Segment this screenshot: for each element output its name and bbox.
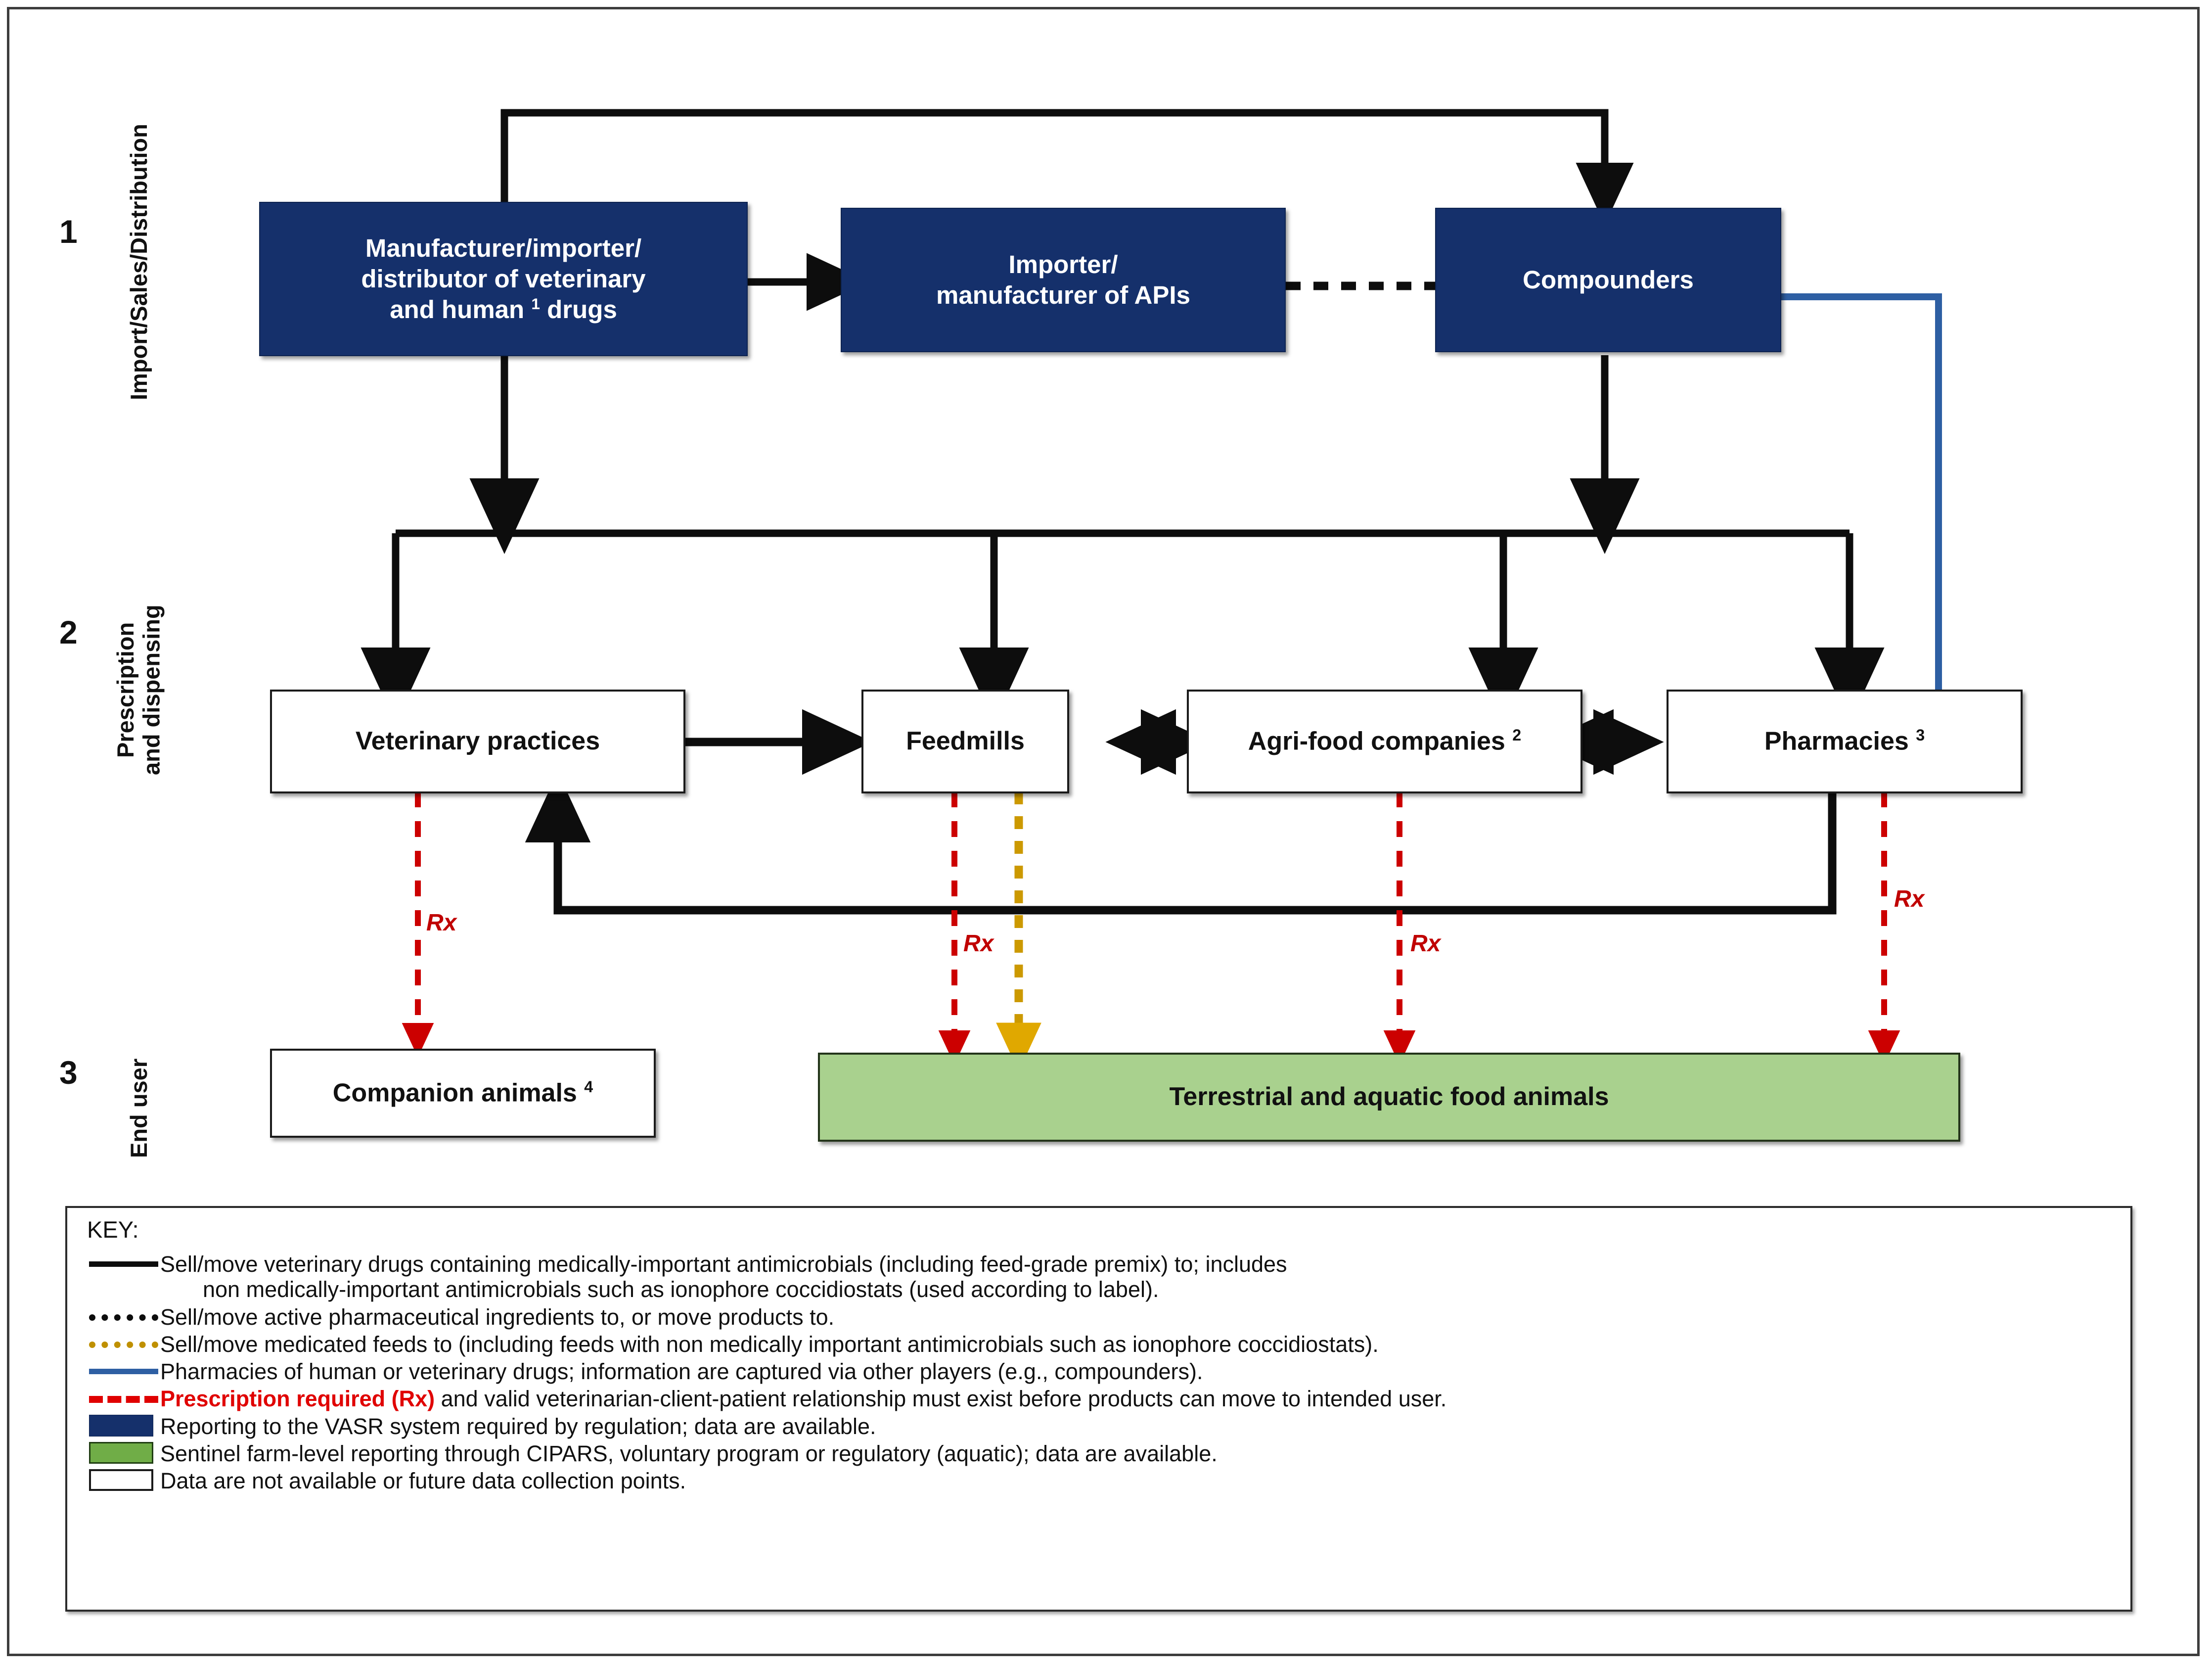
companion-animals-footnote-4: 4 xyxy=(584,1078,593,1096)
agri-food-label: Agri-food companies xyxy=(1248,727,1513,756)
dotted-gold-line-icon xyxy=(85,1331,159,1356)
white-block-icon xyxy=(85,1467,159,1493)
manufacturer-footnote-1: 1 xyxy=(531,295,540,313)
key-entry-text-1: Sell/move veterinary drugs containing me… xyxy=(160,1251,1287,1302)
node-manufacturer-importer-distributor[interactable]: Manufacturer/importer/ distributor of ve… xyxy=(259,202,748,356)
key-entry-dotted-gold: Sell/move medicated feeds to (including … xyxy=(85,1331,2121,1357)
key-entry-dashed-red: Prescription required (Rx) and valid vet… xyxy=(85,1385,2121,1411)
node-veterinary-practices[interactable]: Veterinary practices xyxy=(270,690,685,793)
agri-food-footnote-2: 2 xyxy=(1512,726,1522,744)
row-label-prescription-dispensing: Prescription and dispensing xyxy=(112,604,165,776)
row-number-2: 2 xyxy=(59,614,78,650)
dashed-red-line-icon xyxy=(85,1385,159,1411)
rx-label-veterinary: Rx xyxy=(426,910,457,936)
key-text-5-rest: and valid veterinarian-client-patient re… xyxy=(435,1386,1447,1412)
food-animals-label: Terrestrial and aquatic food animals xyxy=(1169,1082,1609,1112)
pharmacies-footnote-3: 3 xyxy=(1916,726,1925,744)
key-text-1a: Sell/move veterinary drugs containing me… xyxy=(160,1252,1287,1277)
key-entry-white-block: Data are not available or future data co… xyxy=(85,1467,2121,1493)
key-entry-list: Sell/move veterinary drugs containing me… xyxy=(85,1251,2121,1495)
api-line-2: manufacturer of APIs xyxy=(936,281,1190,309)
row-number-3: 3 xyxy=(59,1054,78,1091)
key-entry-text-5: Prescription required (Rx) and valid vet… xyxy=(160,1385,1446,1411)
key-entry-text-8: Data are not available or future data co… xyxy=(160,1468,686,1494)
row-number-1: 1 xyxy=(59,213,78,250)
feedmills-label: Feedmills xyxy=(906,727,1025,756)
row-label-import-sales-distribution: Import/Sales/Distribution xyxy=(126,124,152,401)
manufacturer-line-2: distributor of veterinary xyxy=(361,264,646,293)
key-entry-text-6: Reporting to the VASR system required by… xyxy=(160,1413,876,1439)
rx-label-agrifood: Rx xyxy=(1410,930,1441,957)
node-feedmills[interactable]: Feedmills xyxy=(861,690,1069,793)
node-companion-animals[interactable]: Companion animals 4 xyxy=(270,1049,656,1138)
rx-label-feedmills: Rx xyxy=(963,930,994,957)
companion-animals-label: Companion animals xyxy=(332,1078,585,1108)
manufacturer-line-3b: drugs xyxy=(540,295,617,324)
solid-blue-line-icon xyxy=(85,1358,159,1384)
key-entry-solid-blue: Pharmacies of human or veterinary drugs;… xyxy=(85,1358,2121,1384)
key-legend-box: KEY: Sell/move veterinary drugs containi… xyxy=(65,1206,2132,1612)
node-agri-food-companies[interactable]: Agri-food companies 2 xyxy=(1187,690,1582,793)
solid-black-line-icon xyxy=(85,1251,159,1276)
key-entry-text-3: Sell/move medicated feeds to (including … xyxy=(160,1331,1379,1357)
manufacturer-line-1: Manufacturer/importer/ xyxy=(365,233,642,262)
row-label-end-user: End user xyxy=(126,1058,152,1158)
pharmacies-label: Pharmacies xyxy=(1764,727,1916,756)
key-text-5-red: Prescription required (Rx) xyxy=(160,1386,435,1412)
key-entry-green-block: Sentinel farm-level reporting through CI… xyxy=(85,1440,2121,1466)
api-line-1: Importer/ xyxy=(1008,250,1118,278)
node-pharmacies[interactable]: Pharmacies 3 xyxy=(1667,690,2023,793)
green-block-icon xyxy=(85,1440,159,1466)
key-title: KEY: xyxy=(87,1216,139,1243)
key-entry-solid-black: Sell/move veterinary drugs containing me… xyxy=(85,1251,2121,1302)
key-entry-text-2: Sell/move active pharmaceutical ingredie… xyxy=(160,1304,835,1330)
key-entry-text-4: Pharmacies of human or veterinary drugs;… xyxy=(160,1359,1203,1385)
manufacturer-line-3: and human xyxy=(390,295,532,324)
node-compounders[interactable]: Compounders xyxy=(1435,208,1781,352)
navy-block-icon xyxy=(85,1413,159,1438)
key-entry-navy-block: Reporting to the VASR system required by… xyxy=(85,1413,2121,1439)
dotted-black-line-icon xyxy=(85,1303,159,1329)
key-entry-text-7: Sentinel farm-level reporting through CI… xyxy=(160,1441,1218,1467)
rx-label-pharmacies: Rx xyxy=(1894,886,1925,912)
key-entry-dotted-black: Sell/move active pharmaceutical ingredie… xyxy=(85,1303,2121,1330)
node-terrestrial-aquatic-food-animals[interactable]: Terrestrial and aquatic food animals xyxy=(818,1053,1960,1142)
node-importer-manufacturer-apis[interactable]: Importer/ manufacturer of APIs xyxy=(841,208,1286,352)
key-text-1b: non medically-important antimicrobials s… xyxy=(203,1277,1159,1302)
compounders-label: Compounders xyxy=(1523,265,1694,294)
veterinary-practices-label: Veterinary practices xyxy=(355,727,600,756)
